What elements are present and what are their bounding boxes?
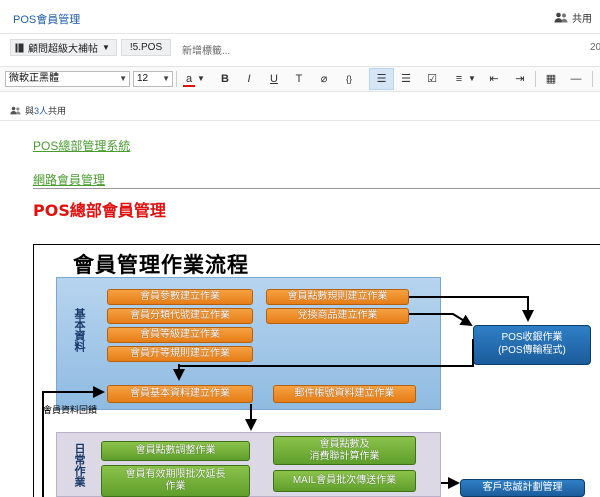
- new-tab-button[interactable]: 新增標籤...: [182, 46, 231, 57]
- divider: [176, 71, 177, 87]
- divider: [33, 188, 600, 189]
- font-family-value: 微軟正黑體: [9, 73, 59, 84]
- flow-box: 會員點數調整作業: [101, 441, 250, 461]
- link-pos-hq[interactable]: POS總部管理系統: [33, 139, 131, 153]
- chevron-down-icon: ▼: [162, 74, 170, 83]
- pos-checkout-box: POS收銀作業 (POS傳輸程式): [473, 325, 591, 365]
- section-tab[interactable]: !5.POS: [121, 39, 171, 56]
- italic-button[interactable]: I: [247, 73, 251, 85]
- flow-box: 會員有效期限批次延長作業: [101, 465, 250, 497]
- pos-box-line1: POS收銀作業: [501, 332, 563, 343]
- chevron-down-icon[interactable]: ▼: [468, 74, 476, 83]
- shared-count[interactable]: 3人: [34, 106, 49, 116]
- font-color-label: a: [185, 73, 193, 85]
- align-button[interactable]: ≡: [455, 73, 463, 85]
- font-size-select[interactable]: 12 ▼: [133, 71, 173, 87]
- flow-box: MAIL會員批次傳送作業: [273, 470, 416, 492]
- font-color-swatch: [183, 85, 195, 87]
- shared-with-row[interactable]: 與3人共用: [10, 104, 66, 117]
- diagram-title: 會員管理作業流程: [73, 253, 249, 277]
- notebook-selector[interactable]: 顧問超級大補帖 ▼: [10, 39, 117, 56]
- shared-prefix: 與: [25, 106, 35, 116]
- feedback-label: 會員資料回饋: [43, 405, 98, 415]
- bold-button[interactable]: B: [221, 73, 229, 85]
- font-family-select[interactable]: 微軟正黑體 ▼: [5, 71, 130, 87]
- notebook-label: 顧問超級大補帖: [28, 44, 98, 55]
- strikethrough-button[interactable]: T: [295, 73, 303, 85]
- people-icon: [554, 12, 568, 23]
- flow-box: 郵件帳號資料建立作業: [273, 385, 416, 403]
- flow-box: 會員點數規則建立作業: [266, 289, 409, 305]
- shared-suffix: 共用: [48, 106, 67, 116]
- font-color-button[interactable]: a: [178, 68, 200, 90]
- numbered-list-button[interactable]: ☰: [401, 73, 411, 85]
- outdent-button[interactable]: ⇤: [489, 73, 499, 85]
- flow-box: 會員分類代號建立作業: [107, 308, 253, 324]
- flow-box: 會員參數建立作業: [107, 289, 253, 305]
- flow-box: 會員基本資料建立作業: [107, 385, 253, 403]
- points-calc-line2: 消費聯計算作業: [309, 451, 380, 462]
- section-heading: POS總部會員管理: [33, 201, 166, 220]
- flow-box: 客戶忠誠計劃管理: [460, 479, 585, 497]
- flow-box: 會員等級建立作業: [107, 327, 253, 343]
- underline-button[interactable]: U: [270, 73, 278, 85]
- page-title: POS會員管理: [13, 14, 81, 26]
- divider: [535, 71, 536, 87]
- basic-data-label: 基本資料: [73, 308, 85, 352]
- indent-button[interactable]: ⇥: [515, 73, 525, 85]
- divider: [0, 120, 600, 121]
- checkbox-button[interactable]: ☑: [427, 73, 437, 85]
- notebook-icon: [15, 43, 24, 52]
- daily-ops-label: 日常作業: [73, 443, 85, 487]
- divider: [592, 71, 593, 87]
- page-number: 20: [590, 42, 600, 53]
- share-label: 共用: [572, 14, 592, 25]
- horizontal-rule-button[interactable]: —: [570, 73, 582, 85]
- font-size-value: 12: [137, 73, 149, 84]
- chevron-down-icon: ▼: [102, 43, 110, 52]
- title-bar: [0, 0, 600, 34]
- share-button[interactable]: 共用: [554, 10, 592, 25]
- link-online-member[interactable]: 網路會員管理: [33, 173, 106, 187]
- bullet-list-button[interactable]: ☰: [369, 68, 394, 90]
- chevron-down-icon[interactable]: ▼: [197, 74, 205, 83]
- chevron-down-icon: ▼: [119, 74, 127, 83]
- pos-box-line2: (POS傳輸程式): [498, 345, 566, 356]
- flow-box: 會員點數及 消費聯計算作業: [273, 436, 416, 465]
- people-icon: [10, 106, 21, 115]
- clear-format-button[interactable]: ⌀: [320, 73, 328, 85]
- table-button[interactable]: ▦: [545, 73, 557, 85]
- flow-box: 會員升等規則建立作業: [107, 346, 253, 362]
- code-button[interactable]: {}: [345, 74, 352, 84]
- flow-box: 兌換商品建立作業: [266, 308, 409, 324]
- points-calc-line1: 會員點數及: [319, 439, 370, 450]
